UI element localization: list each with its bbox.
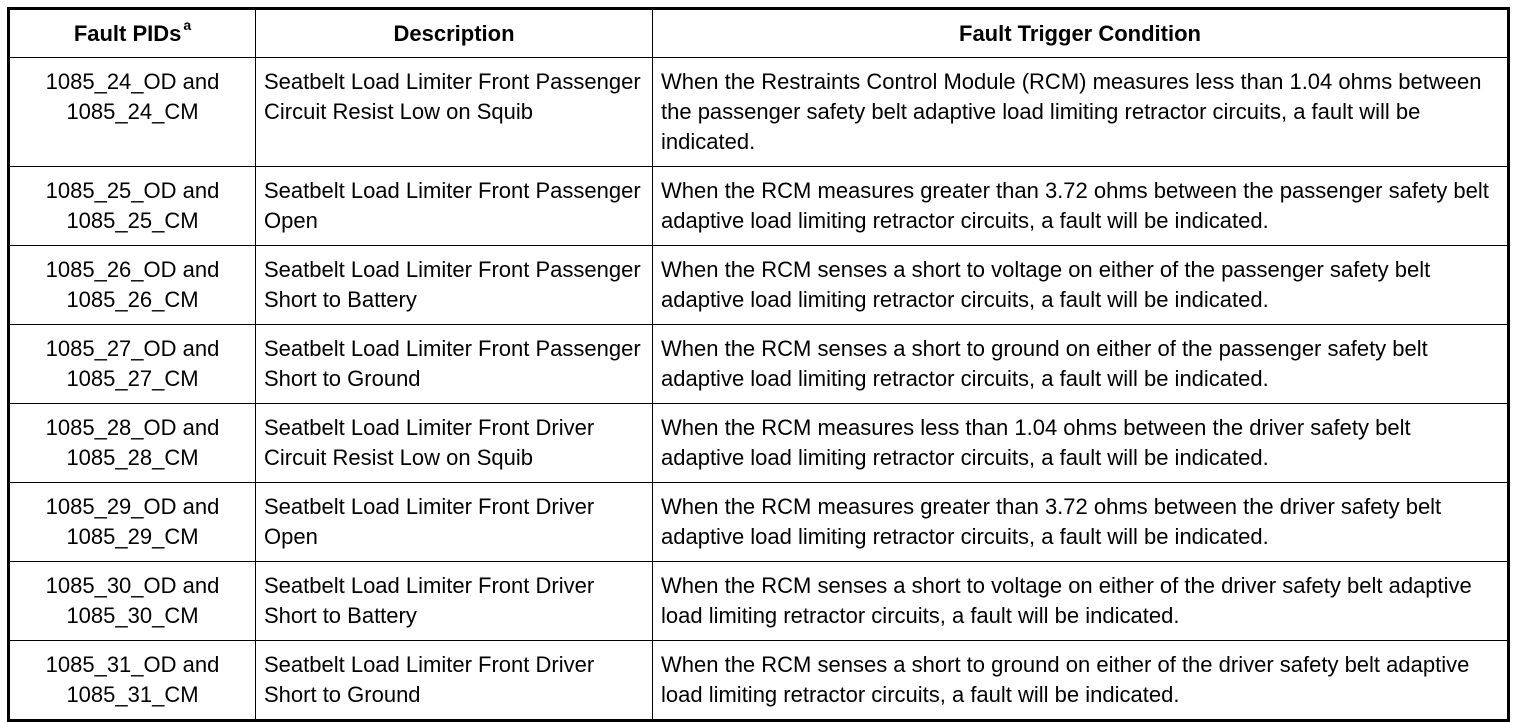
table-row: 1085_26_OD and 1085_26_CM Seatbelt Load L… [8,245,1509,325]
condition-cell: When the RCM senses a short to ground on… [652,640,1509,721]
condition-cell: When the RCM senses a short to ground on… [652,324,1509,404]
fault-pid-line: 1085_31_OD and [45,652,220,677]
header-fault-pids-label: Fault PIDs [73,20,182,46]
fault-pid-line: 1085_30_CM [66,603,199,628]
fault-pid-line: 1085_27_OD and [45,336,220,361]
fault-pid-cell: 1085_24_OD and 1085_24_CM [8,57,256,167]
fault-pid-line: 1085_28_CM [66,445,199,470]
description-cell: Seatbelt Load Limiter Front Passenger Op… [255,166,653,246]
fault-pid-line: 1085_29_OD and [45,494,220,519]
fault-pid-line: 1085_26_OD and [45,257,220,282]
footnote-marker: a [183,16,192,33]
table-row: 1085_28_OD and 1085_28_CM Seatbelt Load L… [8,403,1509,483]
table-row: 1085_30_OD and 1085_30_CM Seatbelt Load L… [8,561,1509,641]
description-cell: Seatbelt Load Limiter Front Driver Short… [255,561,653,641]
table-row: 1085_24_OD and 1085_24_CM Seatbelt Load L… [8,57,1509,167]
fault-pid-cell: 1085_31_OD and 1085_31_CM [8,640,256,721]
fault-pid-cell: 1085_30_OD and 1085_30_CM [8,561,256,641]
header-description: Description [255,8,653,58]
description-cell: Seatbelt Load Limiter Front Driver Circu… [255,403,653,483]
description-cell: Seatbelt Load Limiter Front Driver Short… [255,640,653,721]
fault-pid-line: 1085_25_CM [66,208,199,233]
condition-cell: When the RCM measures less than 1.04 ohm… [652,403,1509,483]
description-cell: Seatbelt Load Limiter Front Passenger Ci… [255,57,653,167]
condition-cell: When the RCM measures greater than 3.72 … [652,482,1509,562]
header-fault-trigger-condition: Fault Trigger Condition [652,8,1509,58]
table-row: 1085_29_OD and 1085_29_CM Seatbelt Load L… [8,482,1509,562]
fault-pid-line: 1085_28_OD and [45,415,220,440]
fault-pid-line: 1085_30_OD and [45,573,220,598]
table-row: 1085_31_OD and 1085_31_CM Seatbelt Load L… [8,640,1509,721]
fault-pid-line: 1085_27_CM [66,366,199,391]
fault-pid-line: 1085_24_CM [66,99,199,124]
fault-pid-line: 1085_31_CM [66,682,199,707]
description-cell: Seatbelt Load Limiter Front Passenger Sh… [255,245,653,325]
table-row: 1085_27_OD and 1085_27_CM Seatbelt Load L… [8,324,1509,404]
fault-pid-line: 1085_24_OD and [45,69,220,94]
description-cell: Seatbelt Load Limiter Front Driver Open [255,482,653,562]
fault-pid-line: 1085_25_OD and [45,178,220,203]
description-cell: Seatbelt Load Limiter Front Passenger Sh… [255,324,653,404]
fault-pid-cell: 1085_29_OD and 1085_29_CM [8,482,256,562]
table-row: 1085_25_OD and 1085_25_CM Seatbelt Load L… [8,166,1509,246]
condition-cell: When the RCM senses a short to voltage o… [652,245,1509,325]
fault-pid-cell: 1085_27_OD and 1085_27_CM [8,324,256,404]
fault-pid-cell: 1085_26_OD and 1085_26_CM [8,245,256,325]
condition-cell: When the Restraints Control Module (RCM)… [652,57,1509,167]
fault-pid-cell: 1085_28_OD and 1085_28_CM [8,403,256,483]
condition-cell: When the RCM senses a short to voltage o… [652,561,1509,641]
fault-pid-cell: 1085_25_OD and 1085_25_CM [8,166,256,246]
condition-cell: When the RCM measures greater than 3.72 … [652,166,1509,246]
fault-pid-line: 1085_29_CM [66,524,199,549]
fault-pid-line: 1085_26_CM [66,287,199,312]
